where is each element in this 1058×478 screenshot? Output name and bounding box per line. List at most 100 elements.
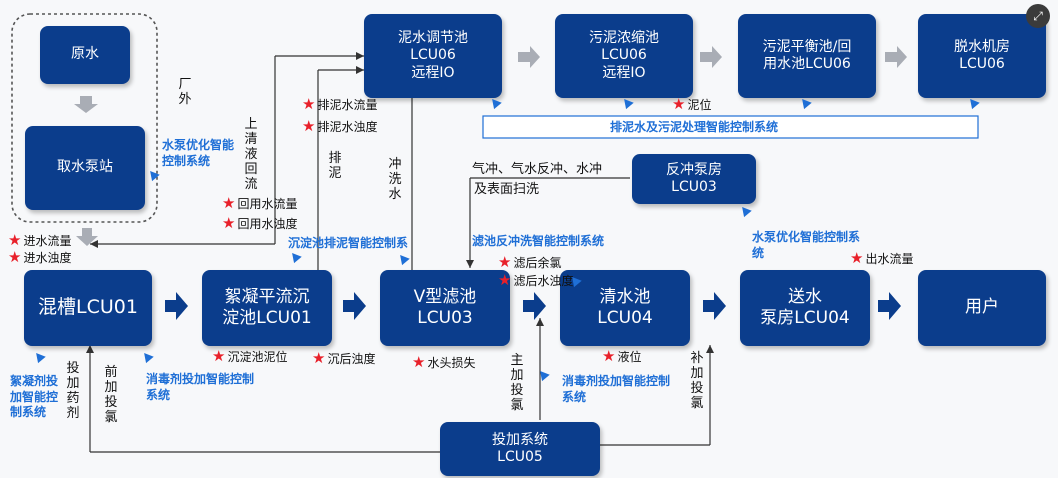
sludge-flow-text: 排泥水流量	[317, 98, 378, 112]
star-icon: ★	[8, 248, 22, 266]
delivery-line1: 送水	[788, 286, 822, 307]
clear-line1: 清水池	[599, 286, 651, 307]
sludge-turb-text: 排泥水浊度	[317, 120, 378, 134]
delivery-pump-optimization-label: 水泵优化智能控制系统	[752, 230, 861, 260]
sludge-regulating-pool-box: 泥水调节池 LCU06 远程IO	[364, 14, 502, 98]
plant-boundary	[11, 13, 158, 223]
residual-cl-text: 滤后余氯	[513, 256, 562, 270]
return-turb-text: 回用水浊度	[237, 217, 298, 231]
star-icon: ★	[302, 117, 316, 135]
sludge-level-measure: ★沉淀池泥位	[212, 348, 287, 365]
star-icon: ★	[672, 95, 686, 113]
flow-arrow-3	[523, 292, 546, 320]
intake-pump-box: 取水泵站	[25, 126, 145, 210]
coagulant-dosing-control-label: 絮凝剂投加智能控制系统	[10, 374, 59, 420]
star-icon: ★	[212, 347, 226, 365]
sedimentation-sludge-control-label: 沉淀池排泥智能控制系	[288, 236, 409, 250]
pump-to-mixer-arrow	[76, 228, 98, 246]
sludge-level-text: 沉淀池泥位	[227, 350, 288, 364]
sludge-system-frame	[482, 115, 979, 139]
level-text: 液位	[617, 350, 642, 364]
star-icon: ★	[222, 194, 236, 212]
star-icon: ★	[498, 271, 512, 289]
inlet-flow-text: 进水流量	[23, 234, 72, 248]
star-icon: ★	[8, 231, 22, 249]
dewatering-room-box: 脱水机房 LCU06	[918, 14, 1046, 98]
dosing-chem-label: 投加药剂	[66, 361, 80, 421]
thickening-line2: LCU06	[601, 47, 647, 64]
filtered-turbidity-measure: ★滤后水浊度	[498, 272, 573, 289]
sludge-arrow-2	[700, 46, 722, 68]
head-loss-text: 水头损失	[427, 356, 476, 370]
mixing-label: 混槽LCU01	[38, 296, 138, 319]
sludge-arrow-1	[518, 46, 540, 68]
star-icon: ★	[602, 347, 616, 365]
sludge-pool-line2: LCU06	[410, 47, 456, 64]
sludge-arrow-3	[885, 46, 907, 68]
return-turbidity-measure: ★回用水浊度	[222, 215, 297, 232]
mixing-tank-box: 混槽LCU01	[24, 270, 152, 346]
inlet-turb-text: 进水浊度	[23, 251, 72, 265]
dosing-system-box: 投加系统 LCU05	[440, 422, 600, 476]
backwash-line2: LCU03	[671, 179, 717, 195]
star-icon: ★	[302, 95, 316, 113]
vfilter-line2: LCU03	[417, 308, 473, 328]
raw-water-box: 原水	[40, 26, 130, 84]
mud-level-measure: ★泥位	[672, 96, 711, 113]
delivery-line2: 泵房LCU04	[760, 308, 850, 328]
flocculation-box: 絮凝平流沉 淀池LCU01	[202, 270, 332, 346]
expand-icon[interactable]: ⤢	[1026, 4, 1050, 28]
backwash-pump-box: 反冲泵房 LCU03	[632, 154, 756, 204]
sludge-balance-box: 污泥平衡池/回 用水池LCU06	[738, 14, 876, 98]
flow-arrow-1	[165, 292, 188, 320]
backwash-line1: 反冲泵房	[666, 161, 722, 178]
balance-line1: 污泥平衡池/回	[762, 38, 852, 55]
supplement-chlorine-label: 补加投氯	[690, 351, 704, 411]
thickening-line1: 污泥浓缩池	[589, 29, 659, 46]
flow-arrow-5	[878, 292, 901, 320]
dewatering-line1: 脱水机房	[954, 38, 1010, 55]
return-flow-label: 上清液回流	[244, 117, 258, 192]
inlet-turbidity-measure: ★进水浊度	[8, 249, 71, 266]
flow-arrow-2	[343, 292, 366, 320]
sludge-discharge-label: 排泥	[328, 151, 342, 181]
vfilter-line1: V型滤池	[413, 286, 477, 307]
balance-line2: 用水池LCU06	[763, 56, 851, 72]
disinfectant-dosing-control-label-2: 消毒剂投加智能控制系统	[562, 374, 671, 404]
thickening-line3: 远程IO	[602, 64, 646, 81]
sludge-flow-measure: ★排泥水流量	[302, 96, 377, 113]
sludge-thickening-box: 污泥浓缩池 LCU06 远程IO	[555, 14, 693, 98]
water-level-measure: ★液位	[602, 348, 641, 365]
sludge-pool-line1: 泥水调节池	[398, 29, 468, 46]
backwash-flush-label: 冲洗水	[388, 157, 402, 202]
star-icon: ★	[312, 349, 326, 367]
clear-line2: LCU04	[597, 308, 653, 328]
settled-turb-text: 沉后浊度	[327, 352, 376, 366]
sludge-pool-line3: 远程IO	[411, 64, 455, 81]
floc-line2: 淀池LCU01	[222, 308, 312, 328]
pre-chlorine-label: 前加投氯	[104, 365, 118, 425]
raw-water-label: 原水	[71, 46, 99, 63]
backwash-method-label-2: 及表面扫洗	[474, 182, 540, 197]
v-filter-box: V型滤池 LCU03	[380, 270, 510, 346]
disinfectant-dosing-control-label-1: 消毒剂投加智能控制系统	[146, 372, 255, 402]
mud-level-text: 泥位	[687, 98, 712, 112]
inlet-flow-measure: ★进水流量	[8, 232, 71, 249]
filtered-turb-text: 滤后水浊度	[513, 274, 574, 288]
delivery-pump-box: 送水 泵房LCU04	[740, 270, 870, 346]
sludge-system-label: 排泥水及污泥处理智能控制系统	[610, 120, 779, 134]
sludge-turbidity-measure: ★排泥水浊度	[302, 118, 377, 135]
outside-plant-label: 厂外	[178, 77, 192, 107]
return-flow-text: 回用水流量	[237, 197, 298, 211]
pump-optimization-control-label: 水泵优化智能控制系统	[162, 138, 235, 168]
main-chlorine-label: 主加投氯	[510, 353, 524, 413]
return-flow-measure: ★回用水流量	[222, 195, 297, 212]
star-icon: ★	[222, 214, 236, 232]
settled-turbidity-measure: ★沉后浊度	[312, 350, 375, 367]
head-loss-measure: ★水头损失	[412, 354, 475, 371]
star-icon: ★	[412, 353, 426, 371]
residual-chlorine-measure: ★滤后余氯	[498, 254, 561, 271]
